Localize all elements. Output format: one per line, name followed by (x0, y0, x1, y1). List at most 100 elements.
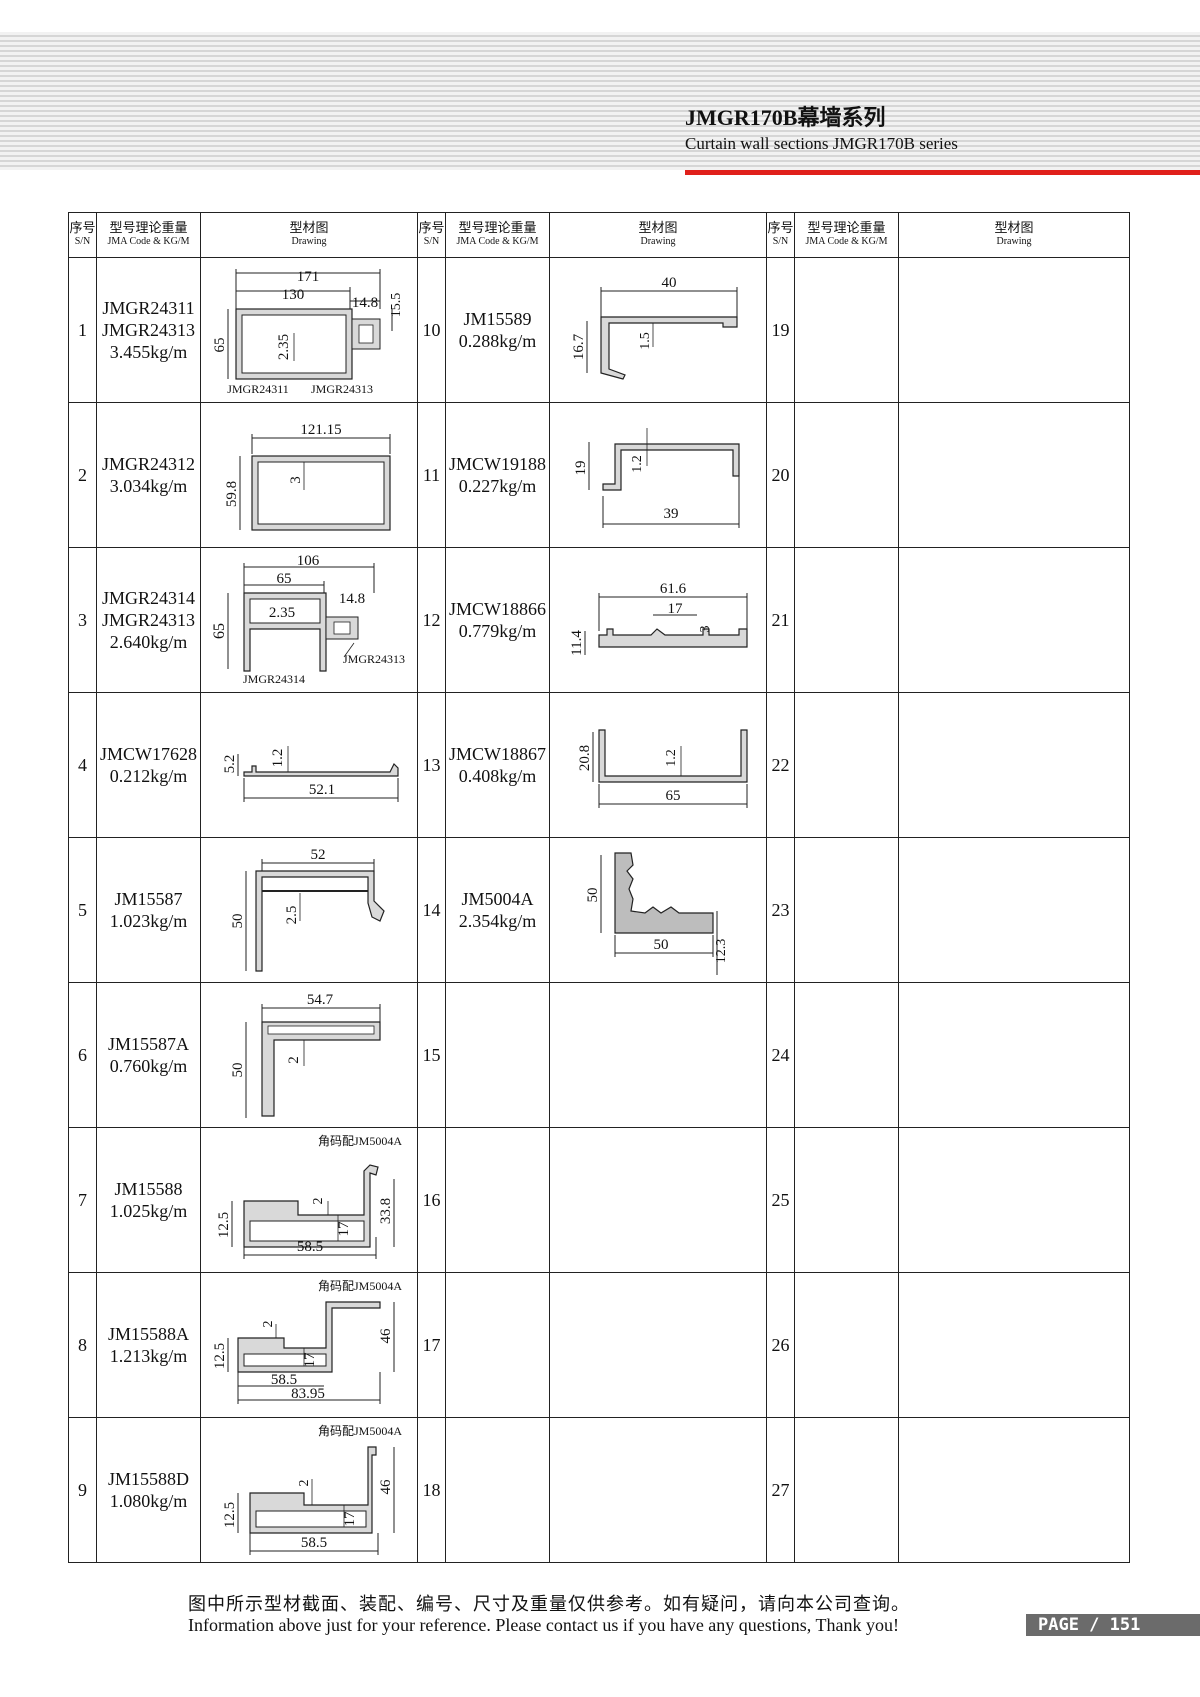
dim-label: 121.15 (300, 422, 341, 438)
dim-label: 50 (230, 914, 246, 929)
drawing-cell (549, 1127, 767, 1273)
code-cell (794, 257, 899, 403)
code-cell (445, 982, 550, 1128)
drawing-cell: 角码配JM5004A 2 33.8 17 12.5 58.5 (200, 1127, 418, 1273)
dim-label: 2 (297, 1480, 312, 1487)
sn-cell: 4 (68, 692, 97, 838)
profile-drawing-8: 角码配JM5004A 2 46 17 12.5 58.5 83.95 (212, 1279, 402, 1404)
dim-label: 12.5 (212, 1343, 228, 1369)
dim-label: 50 (230, 1063, 246, 1078)
part-tag: JMGR24314 (243, 672, 305, 686)
sn-cell: 26 (766, 1272, 795, 1418)
dim-label: 20.8 (577, 745, 593, 771)
code-cell (794, 1417, 899, 1563)
dim-label: 58.5 (301, 1535, 327, 1551)
sn-cell: 22 (766, 692, 795, 838)
profile-drawing-2: 121.15 59.8 3 (224, 422, 391, 531)
drawing-cell (898, 692, 1130, 838)
corner-key-note: 角码配JM5004A (318, 1279, 402, 1293)
dim-label: 2.35 (276, 334, 292, 360)
sn-cell: 1 (68, 257, 97, 403)
drawing-cell: 61.6 17 3 11.4 (549, 547, 767, 693)
sn-cell: 20 (766, 402, 795, 548)
dim-label: 12.5 (222, 1502, 238, 1528)
dim-label: 5.2 (222, 755, 238, 774)
profile-drawing-1: 171 130 14.8 15.5 65 2.35 JMGR24311 JMGR… (212, 269, 404, 396)
dim-label: 39 (664, 506, 679, 522)
dim-label: 54.7 (307, 992, 334, 1008)
sn-cell: 18 (417, 1417, 446, 1563)
dim-label: 33.8 (378, 1198, 394, 1224)
header-title-block: JMGR170B幕墙系列 Curtain wall sections JMGR1… (685, 100, 958, 154)
profile-drawing-13: 20.8 1.2 65 (577, 729, 748, 808)
drawing-cell (898, 1272, 1130, 1418)
sn-cell: 15 (417, 982, 446, 1128)
corner-key-note: 角码配JM5004A (318, 1134, 402, 1148)
profile-drawing-10: 40 16.7 1.5 (571, 275, 738, 380)
dim-label: 61.6 (660, 581, 687, 597)
drawing-cell (898, 1417, 1130, 1563)
dim-label: 3 (698, 626, 713, 633)
code-cell (445, 1417, 550, 1563)
dim-label: 19 (573, 461, 589, 476)
sn-cell: 21 (766, 547, 795, 693)
drawing-cell (898, 837, 1130, 983)
sn-cell: 19 (766, 257, 795, 403)
profile-drawing-3: 106 65 14.8 2.35 65 JMGR24313 JMGR24314 (211, 553, 405, 686)
code-cell (794, 837, 899, 983)
drawing-cell (549, 982, 767, 1128)
dim-label: 3 (288, 476, 304, 484)
sn-cell: 6 (68, 982, 97, 1128)
drawing-cell (549, 1417, 767, 1563)
footer-note-chinese: 图中所示型材截面、装配、编号、尺寸及重量仅供参考。如有疑问，请向本公司查询。 (188, 1594, 910, 1615)
dim-label: 11.4 (569, 630, 585, 656)
sn-cell: 17 (417, 1272, 446, 1418)
dim-label: 40 (662, 275, 677, 291)
drawing-cell (898, 547, 1130, 693)
code-cell (445, 1127, 550, 1273)
dim-label: 14.8 (352, 295, 378, 311)
drawing-cell (898, 402, 1130, 548)
sn-cell: 11 (417, 402, 446, 548)
code-cell (794, 982, 899, 1128)
sn-cell: 27 (766, 1417, 795, 1563)
header-stripe-band (0, 32, 1200, 170)
dim-label: 17 (668, 601, 684, 617)
sn-cell: 14 (417, 837, 446, 983)
dim-label: 130 (282, 287, 305, 303)
code-cell (794, 1272, 899, 1418)
dim-label: 50 (585, 888, 601, 903)
drawing-cell: 角码配JM5004A 2 46 17 12.5 58.5 (200, 1417, 418, 1563)
profile-drawing-6: 54.7 50 2 (230, 992, 381, 1118)
code-cell (794, 692, 899, 838)
drawing-cell: 20.8 1.2 65 (549, 692, 767, 838)
profile-drawing-7: 角码配JM5004A 2 33.8 17 12.5 58.5 (216, 1134, 402, 1259)
dim-label: 1.2 (664, 749, 679, 767)
drawing-cell (898, 257, 1130, 403)
drawing-cell: 19 1.2 39 (549, 402, 767, 548)
drawing-cell: 106 65 14.8 2.35 65 JMGR24313 JMGR24314 (200, 547, 418, 693)
dim-label: 65 (212, 338, 228, 353)
sn-cell: 10 (417, 257, 446, 403)
